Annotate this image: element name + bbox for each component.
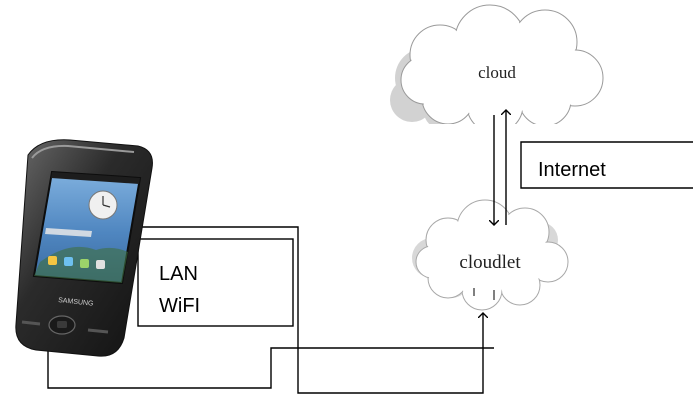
cloudlet-node: cloudlet xyxy=(412,199,569,311)
internet-box xyxy=(520,141,693,189)
link-cloudlet-to-phone xyxy=(48,340,494,389)
wifi-label: WiFI xyxy=(159,295,201,317)
cloud-label: cloud xyxy=(478,63,516,82)
lan-wifi-box xyxy=(137,238,294,327)
phone-brand: SAMSUNG xyxy=(58,297,94,308)
cloudlet-label: cloudlet xyxy=(459,252,521,273)
smartphone-icon: SAMSUNG xyxy=(15,139,153,357)
link-phone-to-cloudlet xyxy=(112,226,483,394)
internet-label: Internet xyxy=(538,159,606,181)
lan-label: LAN xyxy=(159,263,198,285)
cloud-node: cloud xyxy=(390,4,605,134)
